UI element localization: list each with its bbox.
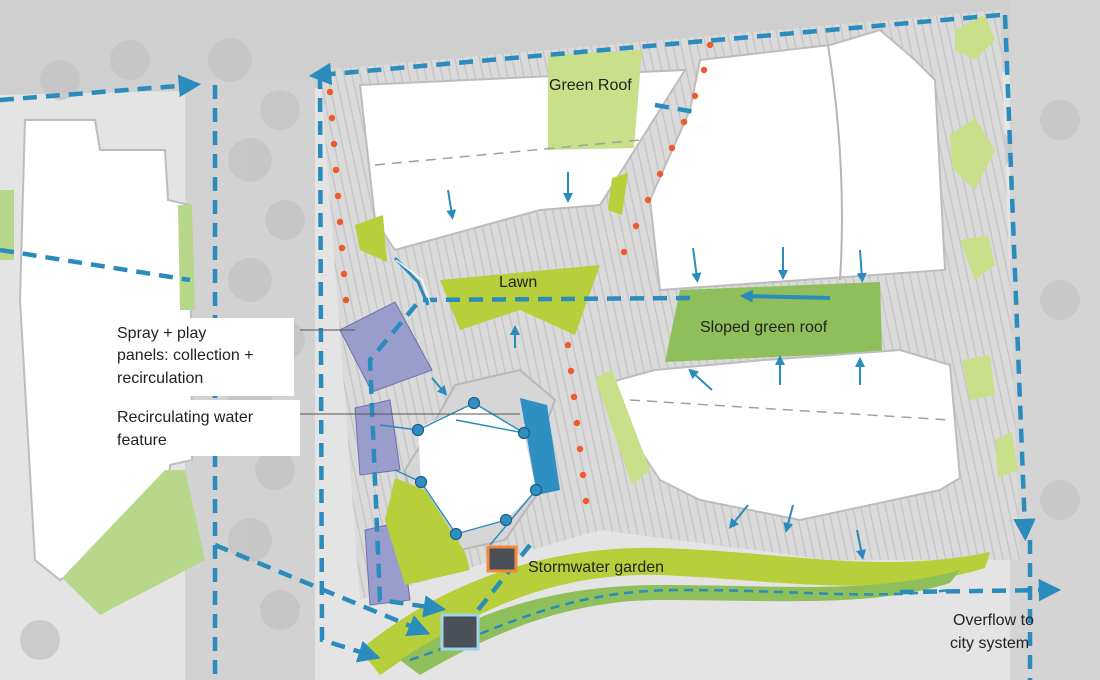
garden-lime-south — [385, 478, 470, 585]
west-planting-edge — [0, 190, 14, 260]
label-spray-play-2: panels: collection + — [117, 347, 254, 364]
label-recirc-2: feature — [117, 432, 167, 449]
roof-ridge-east — [629, 399, 951, 421]
recirculation-nodes — [411, 396, 543, 541]
north-planting-lime — [355, 215, 387, 262]
stormwater-garden — [360, 547, 990, 675]
east-building — [598, 348, 962, 522]
sloped-roof-flow-arrow — [739, 289, 831, 303]
stormwater-garden-inner — [400, 570, 960, 675]
label-stormwater-garden: Stormwater garden — [528, 559, 664, 576]
east-planting-strip — [595, 370, 650, 485]
label-overflow-2: city system — [950, 635, 1029, 652]
water-feature-center — [418, 403, 536, 534]
flow-lines — [0, 12, 1062, 680]
label-recirc-1: Recirculating water — [117, 409, 254, 426]
label-lawn: Lawn — [499, 274, 537, 291]
recirculation-connectors — [379, 256, 537, 546]
sloped-green-roof-area — [665, 282, 882, 362]
roof-ridge-north — [374, 139, 641, 166]
northeast-building-seam — [827, 44, 843, 281]
recirc-callout-box — [110, 400, 300, 456]
runoff-arrows — [431, 172, 867, 560]
label-green-roof: Green Roof — [549, 77, 632, 94]
west-planting — [62, 470, 205, 615]
west-building — [18, 119, 194, 582]
garden-inlet-box — [486, 545, 518, 573]
label-spray-play-1: Spray + play — [117, 325, 206, 342]
label-sloped-green-roof: Sloped green roof — [700, 319, 828, 336]
water-channel — [520, 398, 560, 495]
stormwater-outlet-box — [440, 613, 480, 651]
east-plantings — [950, 15, 1018, 478]
green-roof-area — [548, 50, 642, 150]
tree-canopies — [20, 38, 1080, 660]
orange-dot-paths — [326, 41, 714, 505]
spray-play-callout-box — [110, 318, 294, 396]
west-planting-strip — [178, 205, 195, 310]
label-overflow-1: Overflow to — [953, 612, 1034, 629]
northeast-building — [648, 28, 947, 292]
north-planting-lime-2 — [608, 173, 628, 215]
label-spray-play-3: recirculation — [117, 370, 203, 387]
